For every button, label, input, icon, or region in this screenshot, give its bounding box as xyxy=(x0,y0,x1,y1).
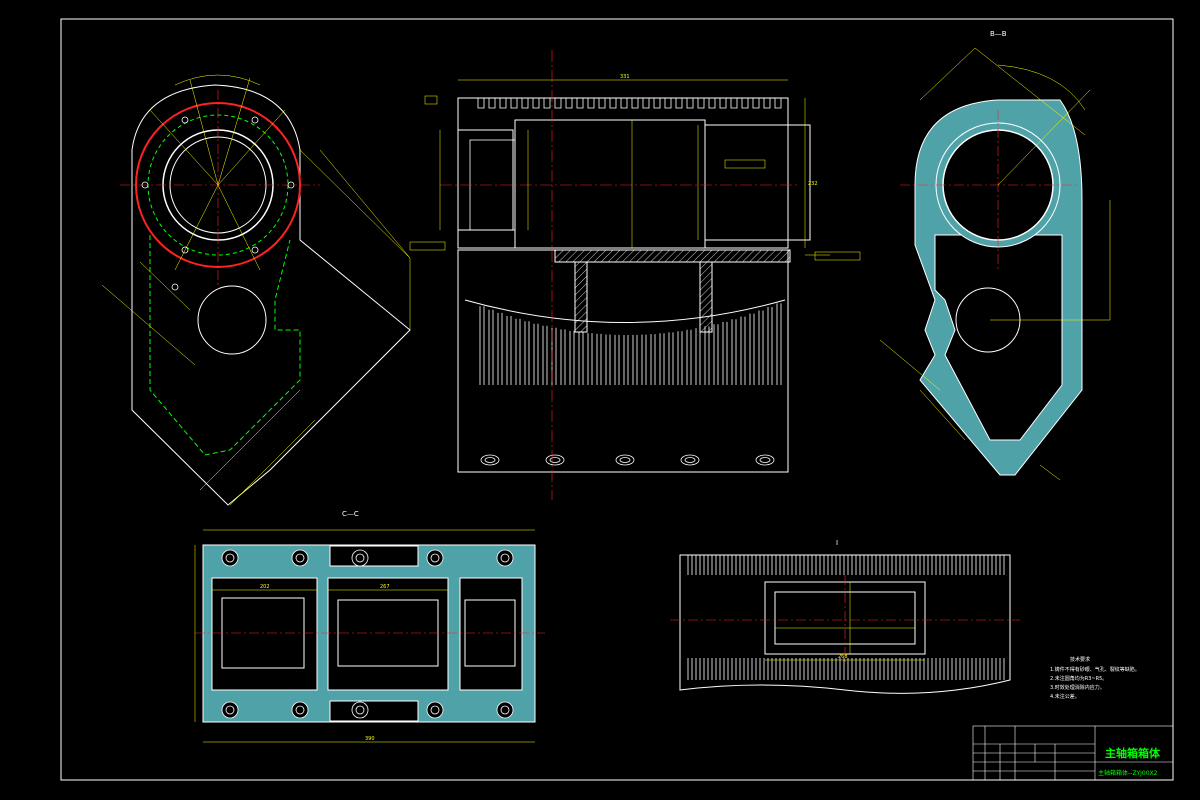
section-c-bolt-hole xyxy=(291,549,309,567)
section-c-bolt-hole xyxy=(496,549,514,567)
front-view-curved-edge xyxy=(464,299,786,323)
notes-line-4: 4.未注公差。 xyxy=(1050,693,1080,700)
section-c-bolt-hole-inner xyxy=(500,553,510,563)
left-view-lower-hole xyxy=(197,285,267,355)
section-c-dim-bottom: 390 xyxy=(365,736,375,742)
front-view: 331 xyxy=(409,50,861,500)
section-c-bolt-hole-inner xyxy=(430,705,440,715)
notes-line-1: 1.铸件不得有砂眼、气孔、裂纹等缺陷。 xyxy=(1050,666,1140,673)
section-c-cavity-left xyxy=(211,577,318,691)
front-view-rib-left xyxy=(574,261,588,333)
section-c-top-slot xyxy=(329,545,419,567)
section-c-bolt-hole xyxy=(426,549,444,567)
section-c-bolt-hole-inner xyxy=(355,553,365,563)
front-view-tolerance-box-2 xyxy=(409,241,446,251)
left-view-outline xyxy=(131,84,411,506)
section-c-bolt-hole xyxy=(351,549,369,567)
technical-notes: 技术要求 1.铸件不得有砂眼、气孔、裂纹等缺陷。 2.未注圆角均为R3~R5。 … xyxy=(1050,656,1140,700)
section-c-view: C—C 390 202 267 xyxy=(194,510,545,743)
section-c-cavity-mid xyxy=(327,577,449,691)
left-side-view xyxy=(101,74,411,506)
front-view-mid-bore xyxy=(514,119,706,249)
left-view-hidden-contour xyxy=(149,235,301,456)
section-c-bolt-hole-inner xyxy=(500,705,510,715)
section-c-bolt-hole xyxy=(221,701,239,719)
notes-line-2: 2.未注圆角均为R3~R5。 xyxy=(1050,675,1107,682)
front-view-lower-fins xyxy=(479,303,782,385)
section-c-bolt-holes xyxy=(221,549,514,719)
front-view-tolerance-box-3 xyxy=(814,251,861,261)
detail-fins xyxy=(687,555,1005,680)
front-view-dimensions xyxy=(439,98,830,256)
left-view-dimensions xyxy=(101,74,411,506)
section-c-cavity-right xyxy=(459,577,523,691)
notes-title: 技术要求 xyxy=(1070,656,1090,663)
title-block-part-name: 主轴箱箱体 xyxy=(1105,746,1161,760)
detail-view: Ⅰ 268 xyxy=(670,539,1020,694)
section-c-bolt-hole xyxy=(221,549,239,567)
front-view-top-fins xyxy=(477,98,782,109)
section-c-bottom-slot xyxy=(329,700,419,722)
left-view-radials xyxy=(149,77,286,271)
section-c-bolt-hole-inner xyxy=(295,553,305,563)
section-b-label: B—B xyxy=(990,30,1007,38)
section-c-bolt-hole-inner xyxy=(295,705,305,715)
section-b-view: B—B xyxy=(879,30,1111,481)
section-c-bolt-hole-inner xyxy=(430,553,440,563)
front-view-bottom-slots xyxy=(480,454,775,466)
front-view-height-dim: 232 xyxy=(808,181,818,187)
detail-outline xyxy=(679,554,1011,694)
section-b-dimensions xyxy=(879,47,1111,481)
detail-dimensions xyxy=(765,582,925,661)
section-c-bolt-hole xyxy=(291,701,309,719)
front-view-lower-body xyxy=(457,249,789,473)
section-c-bolt-hole xyxy=(426,701,444,719)
front-view-right-step xyxy=(704,124,811,241)
section-c-bolt-hole-inner xyxy=(225,705,235,715)
section-c-dim-mid: 267 xyxy=(380,584,390,590)
section-c-label: C—C xyxy=(342,510,359,518)
left-view-bolt-holes xyxy=(141,116,295,291)
section-c-dimensions xyxy=(194,529,535,743)
section-c-dim-left: 202 xyxy=(260,584,270,590)
front-view-top-plate xyxy=(554,249,791,263)
drawing-frame xyxy=(60,18,1174,781)
front-view-rib-right xyxy=(699,261,713,333)
section-c-bolt-hole-inner xyxy=(355,705,365,715)
detail-dim: 268 xyxy=(838,654,848,660)
title-block xyxy=(972,725,1174,781)
notes-line-3: 3.时效处理消除内应力。 xyxy=(1050,684,1105,691)
section-b-inner-cavity xyxy=(934,234,1063,441)
front-view-tolerance-box-1 xyxy=(724,159,766,169)
section-c-bolt-hole xyxy=(351,701,369,719)
front-view-top-dim-text: 331 xyxy=(620,74,630,80)
front-view-left-bore xyxy=(457,129,514,231)
detail-label: Ⅰ xyxy=(836,539,838,547)
section-c-bolt-hole xyxy=(496,701,514,719)
front-view-datum-box xyxy=(424,95,438,105)
section-c-bolt-hole-inner xyxy=(225,553,235,563)
title-block-drawing-number: 主轴箱箱体--ZYJ00X2 xyxy=(1098,769,1158,777)
